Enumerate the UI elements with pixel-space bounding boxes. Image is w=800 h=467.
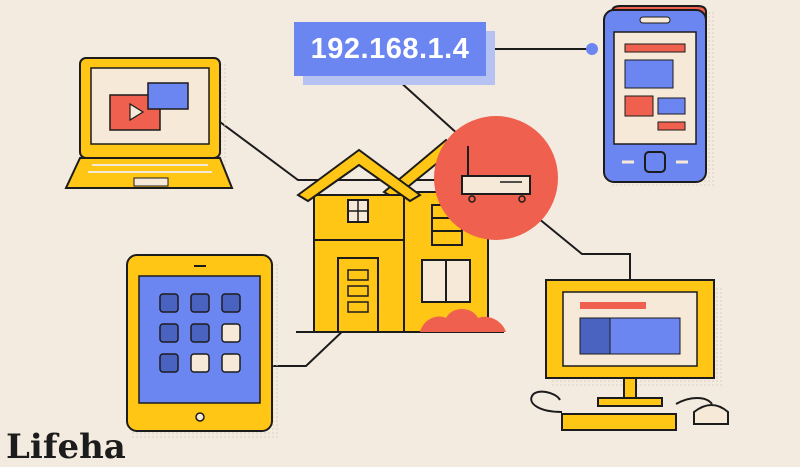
desktop-computer-icon xyxy=(530,279,729,431)
brand-wordmark: Lifeha xyxy=(6,427,126,467)
house-icon xyxy=(296,138,510,333)
router-icon xyxy=(434,116,558,240)
connector-endpoint-dot xyxy=(586,43,598,55)
tablet-icon xyxy=(126,254,278,440)
laptop-icon xyxy=(64,57,234,189)
ip-address-label: 192.168.1.4 xyxy=(294,22,486,76)
connector-ip-router xyxy=(397,79,461,137)
connector-router-desktop xyxy=(537,217,631,280)
home-network-diagram xyxy=(64,5,729,440)
smartphone-icon xyxy=(603,5,714,188)
bush-icon xyxy=(420,309,506,332)
